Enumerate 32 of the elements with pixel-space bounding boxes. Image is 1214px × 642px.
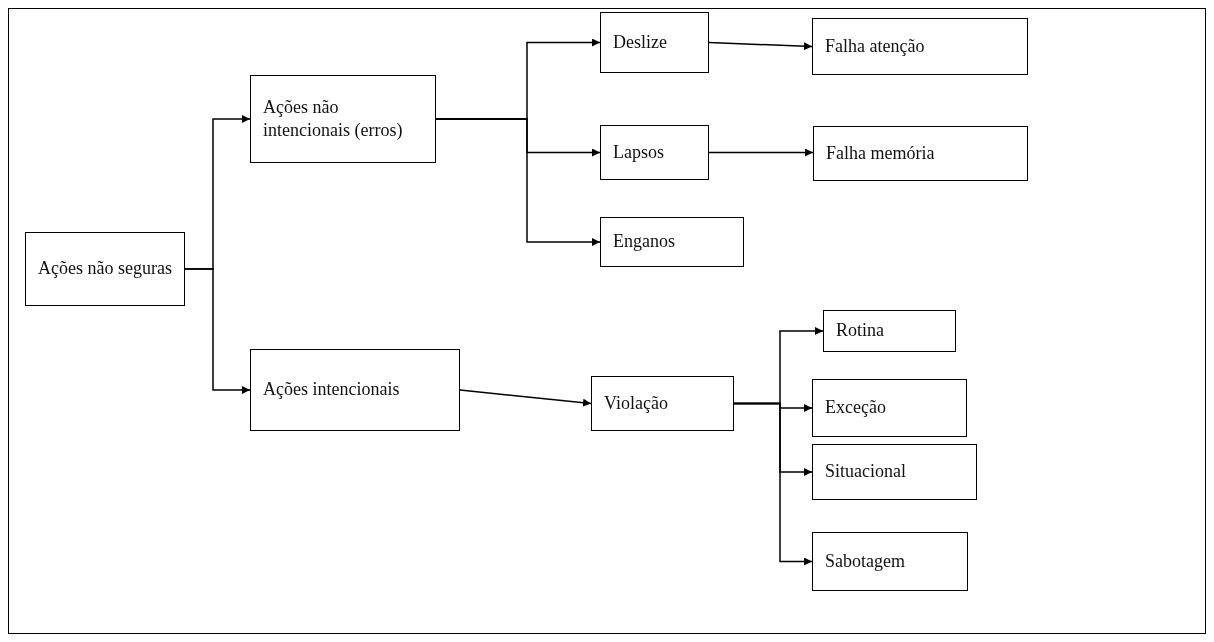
process-box [812, 532, 968, 591]
box-label: Ações não seguras [38, 257, 172, 281]
box-label: Sabotagem [825, 549, 905, 573]
arrow [435, 118, 601, 246]
process-box [600, 12, 709, 73]
process-box [812, 444, 977, 500]
box-label: Lapsos [613, 140, 664, 164]
process-box [812, 379, 967, 437]
arrow [733, 402, 813, 566]
box-label: Rotina [836, 319, 884, 343]
arrow [708, 148, 814, 157]
box-label: Falha memória [826, 141, 935, 165]
process-box [600, 217, 744, 267]
process-box [25, 232, 185, 306]
box-label: Deslize [613, 30, 667, 54]
box-label: Exceção [825, 396, 886, 420]
box-label: Falha atenção [825, 34, 925, 58]
box-label: Enganos [613, 230, 675, 254]
process-box [823, 310, 956, 352]
process-box [250, 75, 436, 163]
process-box [813, 126, 1028, 181]
arrow [708, 41, 813, 51]
box-label: Violação [604, 391, 668, 415]
box-label: Situacional [825, 460, 906, 484]
arrow [459, 389, 592, 407]
arrow [184, 268, 251, 394]
process-box [600, 125, 709, 180]
process-box [812, 18, 1028, 75]
process-box [250, 349, 460, 431]
process-box [591, 376, 734, 431]
box-label: Ações não intencionais (erros) [263, 95, 404, 142]
box-label: Ações intencionais [263, 378, 400, 402]
